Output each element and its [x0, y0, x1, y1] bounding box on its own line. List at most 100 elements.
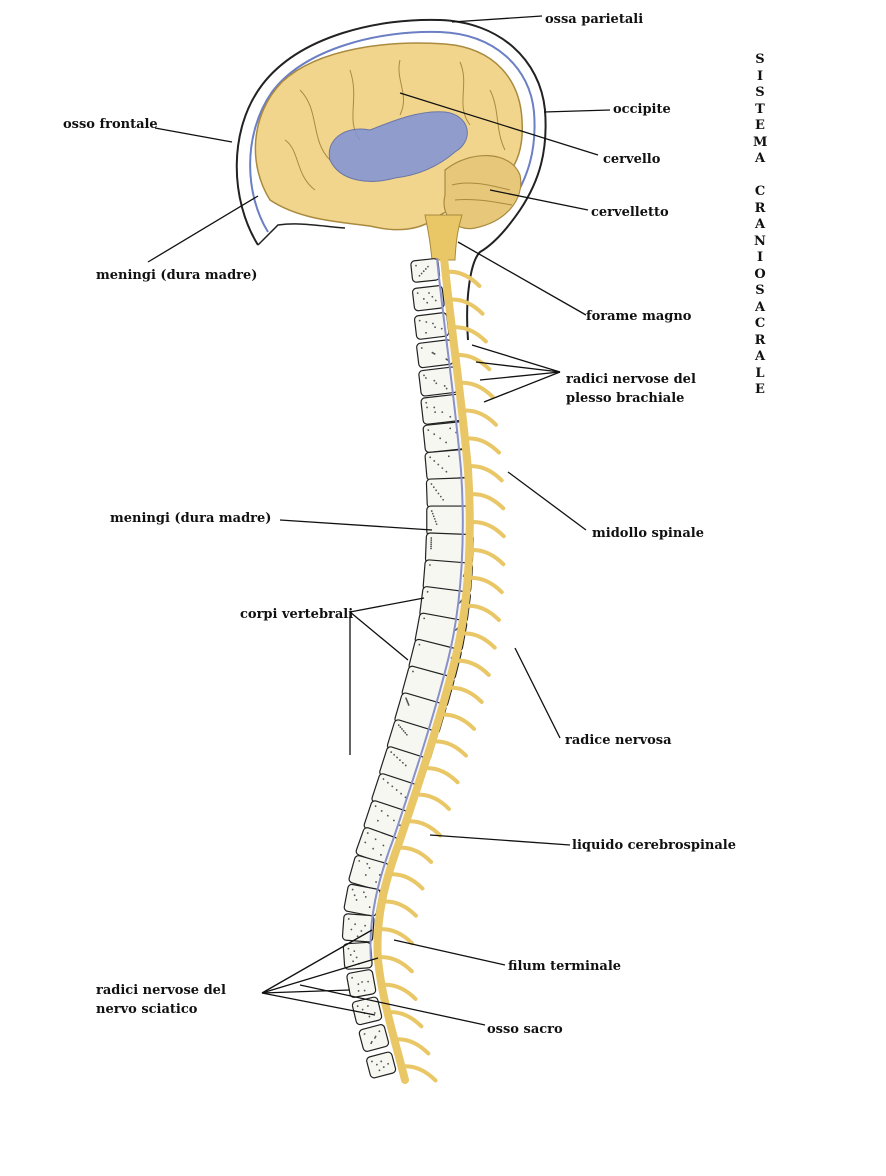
bone-texture-dot	[404, 731, 407, 734]
nerve-root	[463, 436, 501, 455]
bone-texture-dot	[356, 935, 359, 938]
bone-texture-dot	[407, 704, 410, 706]
bone-texture-dot	[363, 1033, 366, 1035]
bone-texture-dot	[378, 874, 381, 876]
vertical-title-letter: N	[754, 233, 766, 249]
bone-texture-dot	[352, 960, 354, 963]
nerve-root	[375, 955, 414, 974]
bone-texture-dot	[422, 298, 425, 300]
bone-texture-dot	[437, 492, 440, 495]
bone-texture-dot	[447, 455, 450, 458]
bone-texture-dot	[374, 838, 377, 841]
bone-texture-dot	[418, 319, 421, 322]
bone-texture-dot	[433, 379, 436, 382]
label-cervello: cervello	[603, 152, 661, 167]
bone-texture-dot	[425, 401, 428, 404]
label-forame-magno: forame magno	[586, 309, 692, 324]
vertical-title-letter: A	[754, 151, 766, 166]
bone-texture-dot	[459, 600, 462, 603]
bone-texture-dot	[382, 844, 385, 847]
bone-texture-dot	[368, 906, 371, 909]
nerve-root	[458, 631, 497, 650]
label-radici-sciatico-1: radici nervose del	[96, 983, 226, 998]
bone-texture-dot	[360, 930, 363, 932]
vertebra	[412, 285, 445, 312]
nerve-root	[438, 712, 477, 731]
vertical-title-letter: M	[753, 134, 768, 150]
bone-texture-dot	[390, 751, 393, 753]
bone-texture-dot	[355, 899, 358, 901]
bone-texture-dot	[435, 489, 438, 492]
bone-texture-dot	[418, 643, 421, 646]
bone-texture-dot	[380, 810, 383, 812]
vertical-title-letter: I	[756, 250, 764, 265]
bone-texture-dot	[445, 358, 448, 361]
brain	[254, 42, 524, 261]
bone-texture-dot	[415, 264, 417, 267]
vertical-title-letter: C	[754, 184, 766, 199]
bone-texture-dot	[412, 670, 414, 673]
nerve-root	[404, 819, 443, 838]
nerve-root	[385, 1010, 424, 1029]
nerve-root	[467, 520, 506, 539]
bone-texture-dot	[400, 792, 402, 795]
bone-texture-dot	[382, 778, 385, 780]
bone-texture-dot	[449, 415, 452, 418]
bone-texture-dot	[351, 888, 354, 891]
bone-texture-dot	[430, 537, 433, 539]
bone-texture-dot	[376, 1063, 378, 1066]
bone-texture-dot	[429, 456, 432, 459]
bone-texture-dot	[372, 847, 375, 850]
bone-texture-dot	[349, 954, 352, 956]
nerve-root	[467, 492, 506, 511]
bone-texture-dot	[433, 406, 436, 409]
bone-texture-dot	[374, 805, 377, 808]
bone-texture-dot	[433, 433, 436, 436]
bone-texture-dot	[362, 891, 365, 894]
label-midollo-spinale: midollo spinale	[592, 526, 704, 541]
bone-texture-dot	[380, 853, 382, 856]
bone-texture-dot	[354, 923, 357, 926]
bone-texture-dot	[392, 819, 395, 822]
vertical-title-letter: S	[755, 85, 765, 100]
bone-texture-dot	[401, 761, 404, 764]
bone-texture-dot	[366, 832, 369, 834]
bone-texture-dot	[364, 841, 367, 844]
vertical-title-letter: C	[754, 316, 766, 331]
bone-texture-dot	[357, 990, 360, 992]
label-osso-sacro: osso sacro	[487, 1022, 563, 1037]
bone-texture-dot	[376, 819, 379, 822]
vertebra	[424, 448, 471, 482]
bone-texture-dot	[426, 590, 429, 593]
bone-texture-dot	[397, 724, 400, 727]
bone-texture-dot	[347, 918, 350, 920]
bone-texture-dot	[364, 895, 367, 898]
vertical-title-letter: S	[755, 52, 765, 67]
bone-texture-dot	[402, 729, 405, 732]
bone-texture-dot	[350, 928, 353, 931]
bone-texture-dot	[435, 523, 438, 526]
bone-texture-dot	[368, 867, 371, 869]
bone-texture-dot	[439, 495, 442, 498]
bone-texture-dot	[431, 512, 434, 515]
label-meningi-mid: meningi (dura madre)	[110, 511, 272, 526]
bone-texture-dot	[443, 385, 446, 387]
vertical-title-letter: R	[754, 332, 766, 348]
nerve-root	[445, 685, 484, 704]
bone-texture-dot	[366, 862, 369, 865]
bone-texture-dot	[433, 518, 436, 520]
label-corpi-vertebrali: corpi vertebrali	[240, 607, 354, 622]
vertical-title-letter: S	[755, 283, 765, 298]
bone-texture-dot	[375, 881, 377, 883]
vertical-title-letter: T	[755, 101, 765, 117]
bone-texture-dot	[351, 976, 354, 979]
nerve-root	[386, 872, 425, 891]
nerve-root	[446, 297, 485, 316]
bone-texture-dot	[399, 726, 402, 728]
vertical-title-letter: I	[756, 68, 764, 84]
bone-texture-dot	[427, 429, 430, 431]
bone-texture-dot	[361, 1008, 364, 1011]
bone-texture-dot	[449, 427, 452, 430]
